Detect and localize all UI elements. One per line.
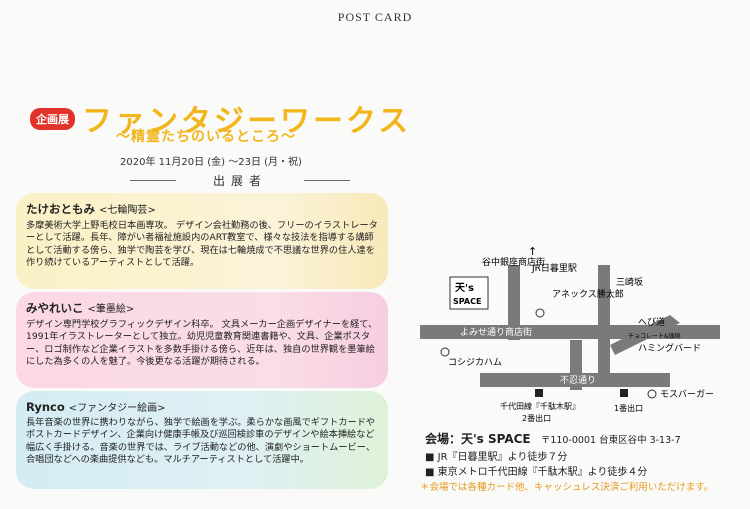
postcard-header: POST CARD bbox=[337, 10, 413, 24]
map-roads bbox=[420, 265, 720, 390]
choco-shop-label: チョコレート&珈琲 bbox=[628, 332, 681, 340]
coshigaya-label: コシジカハム bbox=[448, 357, 502, 368]
artist-card-3: Rynco <ファンタジー絵画> 長年音楽の世界に携わりながら、独学で絵画を学ぶ… bbox=[16, 391, 388, 489]
hebimichi-label: へび道 bbox=[638, 316, 665, 328]
payment-note: ＊会場では各種カード他、キャッシュレス決済ご利用いただけます。 bbox=[420, 482, 714, 493]
artist-description: 多摩美術大学上野毛校日本画専攻。 デザイン会社勤務の後、フリーのイラストレーター… bbox=[26, 220, 378, 268]
misaki-slope-label: 三崎坂 bbox=[616, 276, 643, 288]
choco-shop-name: ハミングバード bbox=[638, 342, 701, 354]
artist-name: Rynco <ファンタジー絵画> bbox=[26, 399, 378, 414]
logo-top: 天's bbox=[455, 282, 474, 294]
jr-arrow-icon: ↑ bbox=[528, 245, 537, 258]
exit2-marker bbox=[535, 389, 543, 397]
artist-name: みやれいこ <筆墨絵> bbox=[26, 300, 378, 316]
exhibitors-heading: 出展者 bbox=[130, 172, 350, 189]
artist-tag: <筆墨絵> bbox=[87, 304, 135, 315]
venue-label: 会場：天's SPACE bbox=[425, 432, 531, 446]
venue-logo bbox=[449, 276, 489, 310]
road-hebimichi bbox=[610, 315, 680, 355]
artist-description: 長年音楽の世界に携わりながら、独学で絵画を学ぶ。柔らかな画風でギフトカードやポス… bbox=[26, 417, 376, 465]
exhibition-dates: 2020年 11月20日 (金) 〜23日 (月・祝) bbox=[120, 157, 302, 168]
chiyoda-line-label: 千代田線『千駄木駅』 bbox=[500, 401, 580, 411]
artist-name-text: たけおともみ bbox=[26, 202, 95, 216]
access-map: ↑ JR日暮里駅 谷中銀座商店街 よみせ通り商店街 アネックス勝太郎 三崎坂 へ… bbox=[420, 245, 720, 423]
exhibition-title: ファンタジーワークス bbox=[82, 104, 412, 139]
exhibition-badge: 企画展 bbox=[30, 108, 75, 130]
artist-card-2: みやれいこ <筆墨絵> デザイン専門学校グラフィックデザイン科卒。 文具メーカー… bbox=[16, 292, 388, 388]
artist-name-text: Rynco bbox=[26, 400, 65, 414]
artist-name: たけおともみ <七輪陶芸> bbox=[26, 201, 378, 217]
shinobazu-label: 不忍通り bbox=[560, 375, 596, 386]
road-connector bbox=[570, 340, 582, 390]
exit1-label: 1番出口 bbox=[614, 403, 643, 413]
exit2-label: 2番出口 bbox=[522, 413, 551, 423]
road-misaki bbox=[598, 265, 610, 375]
mos-label: モスバーガー bbox=[660, 389, 714, 400]
anex-marker bbox=[535, 308, 545, 318]
artist-tag: <ファンタジー絵画> bbox=[68, 403, 166, 414]
artist-name-text: みやれいこ bbox=[26, 301, 84, 315]
logo-bottom: SPACE bbox=[453, 297, 481, 306]
road-yanaka bbox=[508, 265, 520, 340]
street-yomise-label: よみせ通り商店街 bbox=[460, 326, 532, 338]
shop-anex-label: アネックス勝太郎 bbox=[552, 288, 624, 300]
street-yanaka-label: 谷中銀座商店街 bbox=[482, 256, 545, 268]
mos-marker bbox=[647, 389, 657, 399]
exhibition-subtitle: 〜精霊たちのいるところ〜 bbox=[116, 129, 296, 145]
venue-address: 〒110-0001 台東区谷中 3-13-7 bbox=[540, 435, 681, 446]
artist-tag: <七輪陶芸> bbox=[99, 205, 156, 216]
access-jr: ■ JR『日暮里駅』より徒歩７分 bbox=[425, 452, 568, 463]
artist-description: デザイン専門学校グラフィックデザイン科卒。 文具メーカー企画デザイナーを経て、1… bbox=[26, 319, 378, 367]
artist-card-1: たけおともみ <七輪陶芸> 多摩美術大学上野毛校日本画専攻。 デザイン会社勤務の… bbox=[16, 193, 388, 289]
access-metro: ■ 東京メトロ千代田線『千駄木駅』より徒歩４分 bbox=[425, 467, 648, 478]
exit1-marker bbox=[620, 389, 628, 397]
jr-station-label: JR日暮里駅 bbox=[531, 262, 577, 274]
coshigaya-marker bbox=[440, 347, 450, 357]
jr-arrow: ↑ JR日暮里駅 bbox=[528, 245, 577, 274]
venue: 会場：天's SPACE 〒110-0001 台東区谷中 3-13-7 bbox=[425, 430, 681, 447]
